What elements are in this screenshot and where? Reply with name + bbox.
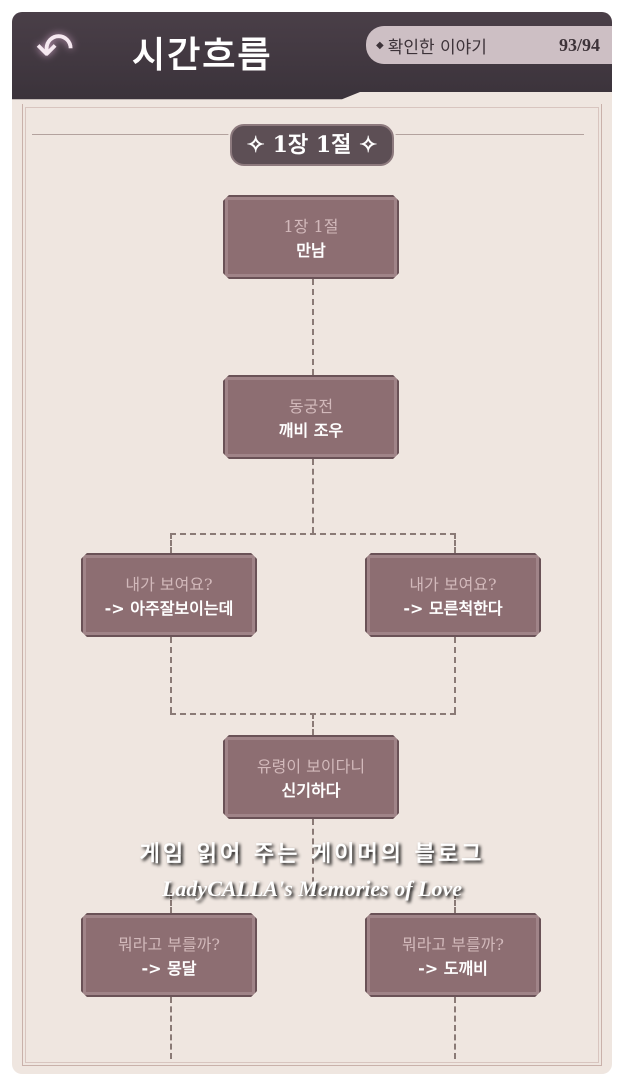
node-choice: -> 아주잘보이는데 <box>104 599 234 618</box>
stat-label: 확인한 이야기 <box>387 37 487 58</box>
story-node[interactable]: 뭐라고 부를까? -> 몽달 <box>81 913 257 997</box>
node-title: 동궁전 <box>288 397 334 416</box>
back-arrow-icon[interactable]: ↶ <box>35 22 75 76</box>
node-choice: 만남 <box>296 241 326 260</box>
connector <box>454 533 456 553</box>
node-choice: -> 모른척한다 <box>403 599 503 618</box>
stat-value: 93/94 <box>558 34 600 55</box>
page-title: 시간흐름 <box>132 35 273 76</box>
watermark-line2: LadyCALLA's Memories of Love <box>161 876 462 901</box>
connector <box>170 997 172 1059</box>
node-choice: -> 도깨비 <box>418 959 488 978</box>
connector <box>454 637 456 713</box>
connector <box>312 279 314 375</box>
diamond-icon: ◆ <box>376 39 384 51</box>
story-node[interactable]: 뭐라고 부를까? -> 도깨비 <box>365 913 541 997</box>
story-node[interactable]: 내가 보여요? -> 아주잘보이는데 <box>81 553 257 637</box>
stories-viewed-badge: ◆ 확인한 이야기 93/94 <box>366 26 612 64</box>
connector <box>454 893 456 913</box>
connector <box>170 533 456 535</box>
connector <box>312 713 314 735</box>
watermark-line1: 게임 읽어 주는 게이머의 블로그 <box>139 842 485 867</box>
header: ↶ 시간흐름 ◆ 확인한 이야기 93/94 <box>12 12 612 104</box>
connector <box>312 819 314 893</box>
connector <box>170 533 172 553</box>
node-choice: 신기하다 <box>281 781 341 800</box>
node-title: 유령이 보이다니 <box>256 757 366 776</box>
timeline-panel: ↶ 시간흐름 ◆ 확인한 이야기 93/94 <box>12 12 612 1074</box>
story-node[interactable]: 내가 보여요? -> 모른척한다 <box>365 553 541 637</box>
node-choice: 깨비 조우 <box>278 421 344 440</box>
content-border <box>22 104 602 1066</box>
node-title: 내가 보여요? <box>125 575 213 594</box>
node-title: 뭐라고 부를까? <box>402 935 504 954</box>
node-title: 1장 1절 <box>283 217 339 236</box>
node-choice: -> 몽달 <box>141 959 197 978</box>
connector <box>312 459 314 533</box>
node-title: 뭐라고 부를까? <box>118 935 220 954</box>
chapter-label: 1장 1절 <box>272 132 352 158</box>
connector <box>170 637 172 713</box>
chapter-title: ✧ 1장 1절 ✧ <box>230 124 394 166</box>
connector <box>454 997 456 1059</box>
node-title: 내가 보여요? <box>409 575 497 594</box>
connector <box>170 893 172 913</box>
